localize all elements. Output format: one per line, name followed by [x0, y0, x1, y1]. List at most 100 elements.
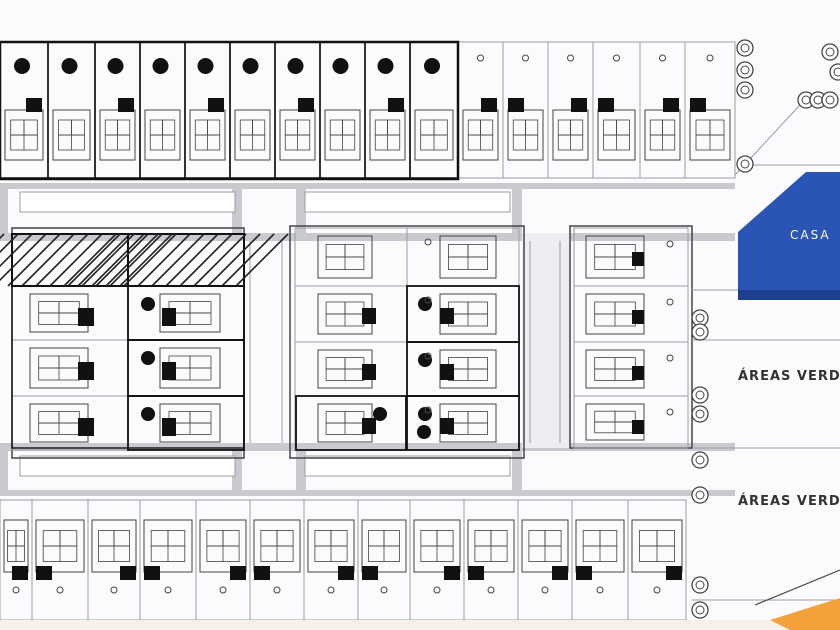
road-strip [0, 185, 8, 235]
casa-label: CASA [790, 228, 831, 242]
garage-block [118, 98, 134, 112]
lot-pin [424, 352, 432, 360]
garage-block [576, 566, 592, 580]
road-strip [0, 183, 735, 189]
hatch-line [63, 233, 117, 287]
tree-crown [829, 63, 840, 81]
house-room [639, 530, 658, 547]
house-room [329, 119, 343, 136]
house-outline [234, 109, 271, 161]
lot-pin [433, 586, 441, 594]
house-footprint [279, 109, 316, 161]
road-strip [522, 233, 570, 448]
garage-block [78, 308, 94, 326]
hatch-line [67, 233, 121, 287]
house-room [239, 119, 253, 136]
lot-top [684, 41, 736, 179]
lot-mark [141, 407, 155, 421]
house-room [467, 301, 489, 315]
house-room [709, 119, 725, 136]
house-room [325, 301, 346, 315]
house-outline [159, 347, 221, 389]
hatch-line [95, 233, 149, 287]
house-room [467, 411, 489, 424]
house-room [15, 530, 25, 547]
garage-block [690, 98, 706, 112]
hatch-line [81, 233, 135, 287]
garage-block [632, 420, 644, 434]
house-room [149, 119, 163, 136]
house-footprint [369, 109, 406, 161]
house-room [467, 119, 481, 136]
garage-block [78, 418, 94, 436]
hatch-line [165, 233, 219, 287]
tree-core [740, 43, 750, 53]
garage-block [632, 366, 644, 380]
house-outline [507, 109, 544, 161]
garage-block [440, 364, 454, 380]
lot-mark [152, 58, 169, 74]
house-footprint [199, 519, 247, 573]
lot-pin [653, 586, 661, 594]
hatch-line [21, 233, 75, 287]
house-room [344, 243, 365, 258]
house-room [656, 530, 675, 547]
hatch-line [123, 233, 177, 287]
tree-core [695, 409, 705, 419]
tree-core [695, 605, 705, 615]
house-room [512, 119, 526, 136]
tree-icon [691, 486, 709, 504]
house-outline [317, 235, 373, 279]
house-footprint [35, 519, 85, 573]
house-footprint [189, 109, 226, 161]
house-outline [4, 109, 44, 161]
block-middle [289, 225, 525, 459]
house-room [222, 530, 240, 547]
garage-block [162, 362, 176, 380]
lot-mark [377, 58, 394, 74]
road-strip [296, 185, 306, 235]
house-room [325, 357, 346, 370]
hatch-line [0, 233, 47, 282]
house-footprint [521, 519, 569, 573]
bottom-band [0, 620, 840, 630]
hatch-line [77, 233, 131, 287]
lot-mark [332, 58, 349, 74]
lot-pin [273, 586, 281, 594]
house-room [314, 530, 332, 547]
road-strip [0, 233, 735, 241]
tree-icon [829, 63, 840, 81]
house-room [98, 530, 115, 547]
hatch-line [221, 233, 275, 287]
lot-pin [666, 240, 674, 248]
lot-pin [666, 298, 674, 306]
house-room [570, 119, 584, 136]
tree-icon [821, 43, 839, 61]
lot-pin [424, 238, 432, 246]
hatch-line [49, 233, 103, 287]
garage-block [78, 362, 94, 380]
tree-crown [691, 323, 709, 341]
lot-middle-marked [295, 395, 407, 451]
tree-icon [736, 39, 754, 57]
tree-icon [691, 323, 709, 341]
house-room [474, 530, 492, 547]
house-footprint [234, 109, 271, 161]
house-footprint [552, 109, 589, 161]
house-room [387, 119, 401, 136]
house-room [260, 530, 278, 547]
garage-block [481, 98, 497, 112]
house-footprint [414, 109, 454, 161]
house-room [104, 119, 118, 136]
house-room [10, 119, 25, 136]
house-room [420, 530, 438, 547]
tree-crown [821, 91, 839, 109]
road-strip [232, 185, 242, 235]
house-footprint [91, 519, 137, 573]
house-outline [52, 109, 91, 161]
tree-icon [691, 576, 709, 594]
house-room [374, 119, 388, 136]
lot-pin [424, 406, 432, 414]
